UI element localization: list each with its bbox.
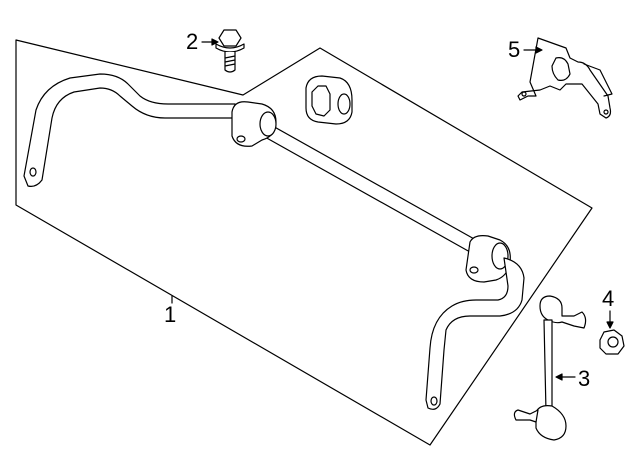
callout-5: 5 [508,37,521,62]
stabilizer-link [513,295,587,441]
arrowhead-5 [535,46,543,54]
arrowhead-3 [555,373,563,381]
bar-left-eye [29,167,37,177]
bar-bushing-left [231,101,277,147]
bar-left-arm [23,73,236,187]
arrowhead-2 [211,38,219,46]
nut [599,329,625,355]
callout-3: 3 [578,366,591,391]
part-1-group-outline [15,39,593,446]
bar-right-arm [425,257,525,410]
bar-right-eye [430,396,438,406]
callout-1: 1 [164,302,177,327]
callout-2: 2 [186,29,199,54]
leader-lines [171,38,614,381]
bushing [305,75,353,125]
callout-4: 4 [602,286,615,311]
bar-main-shaft [255,119,477,253]
arrowhead-4 [606,321,614,329]
stabilizer-bar [23,73,525,410]
bolt [215,29,245,73]
bracket [517,37,613,119]
